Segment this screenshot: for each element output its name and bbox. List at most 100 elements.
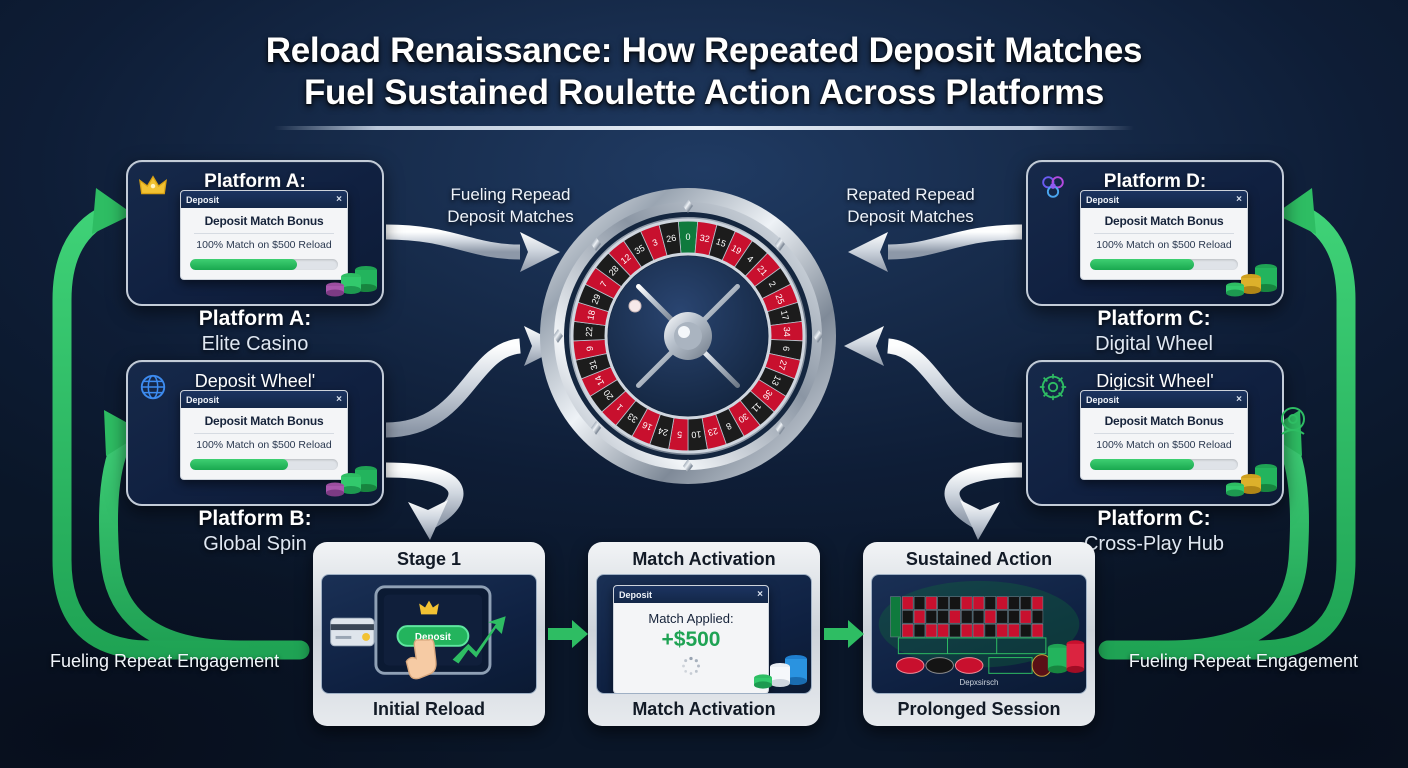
svg-text:7: 7 [598, 279, 609, 289]
step-1-header: Stage 1 [396, 549, 462, 569]
flow-label-right-line-1: Repated Repead [846, 185, 975, 204]
caption-line-1: Platform A: [198, 307, 312, 330]
svg-text:9: 9 [585, 345, 596, 351]
dialog-titlebar: Deposit × [1081, 391, 1247, 408]
platform-d-header: Platform D: [1103, 171, 1207, 192]
crown-icon [139, 175, 167, 195]
progress-fill [190, 259, 297, 270]
svg-text:28: 28 [607, 264, 621, 278]
dialog-body: Match Applied: +$500 [614, 603, 768, 693]
deposit-dialog[interactable]: Deposit × Deposit Match Bonus 100% Match… [1080, 190, 1248, 280]
deposit-dialog[interactable]: Deposit × Deposit Match Bonus 100% Match… [180, 390, 348, 480]
svg-text:14: 14 [593, 374, 606, 387]
platform-card-c[interactable]: Digicsit Wheel' Deposit × Deposit Match … [1026, 360, 1305, 506]
progress-bar [1090, 459, 1238, 470]
svg-text:30: 30 [736, 411, 750, 425]
platform-a-header: Platform A: [204, 171, 306, 192]
close-icon[interactable]: × [1236, 194, 1242, 205]
tablet-deposit-illustration: Deposit [330, 585, 506, 680]
svg-text:17: 17 [779, 309, 791, 321]
platform-card-d[interactable]: Platform D: Deposit × Deposit Match Bonu… [1026, 160, 1284, 306]
svg-text:3: 3 [651, 237, 659, 248]
dialog-title: Deposit [619, 589, 653, 600]
svg-text:5: 5 [677, 429, 683, 439]
step-connector-2-3 [824, 620, 864, 648]
roulette-table-icon: Depxsirsch [878, 580, 1085, 687]
dialog-title: Deposit [186, 394, 220, 405]
platform-card-b[interactable]: Deposit Wheel' Deposit × Deposit Match B… [126, 360, 384, 506]
chip-stack-icon [326, 266, 377, 297]
step-card-prolonged-session[interactable]: Sustained Action Depxsirsch [863, 542, 1095, 726]
svg-text:32: 32 [699, 233, 711, 245]
deposit-dialog[interactable]: Deposit × Deposit Match Bonus 100% Match… [180, 190, 348, 280]
match-heading: Match Applied: [648, 611, 734, 626]
caption-line-2: Digital Wheel [1095, 333, 1213, 355]
platform-card-a[interactable]: Platform A: Deposit × Deposit Match Bonu… [126, 160, 384, 306]
dialog-title: Deposit [186, 194, 220, 205]
dialog-subtext: 100% Match on $500 Reload [1096, 239, 1232, 251]
step-card-initial-reload[interactable]: Stage 1 Deposit [313, 542, 545, 726]
caption-line-1: Platform C: [1097, 307, 1211, 330]
step-connector-1-2 [548, 620, 588, 648]
chip-circuit-icon [1039, 373, 1067, 401]
chip-stack-icon [1226, 464, 1277, 497]
svg-text:36: 36 [761, 388, 775, 402]
title-divider [274, 126, 1134, 130]
svg-text:33: 33 [626, 411, 640, 425]
svg-text:31: 31 [587, 359, 599, 372]
loop-label-right: Fueling Repeat Engagement [1128, 651, 1358, 671]
hand-pointer-icon [405, 638, 437, 680]
close-icon[interactable]: × [336, 194, 342, 205]
step-3-footer: Prolonged Session [897, 699, 1061, 719]
close-icon[interactable]: × [757, 589, 763, 600]
step-2-visual: Deposit × Match Applied: +$500 [596, 574, 812, 694]
dialog-body: Deposit Match Bonus 100% Match on $500 R… [1081, 208, 1247, 279]
svg-text:13: 13 [770, 374, 783, 387]
divider [194, 433, 334, 434]
caption-line-2: Global Spin [203, 533, 307, 555]
close-icon[interactable]: × [1236, 394, 1242, 405]
platform-c-caption: Platform C: Cross-Play Hub [1004, 506, 1304, 557]
dialog-titlebar: Deposit × [181, 391, 347, 408]
globe-icon [140, 374, 166, 400]
title-line-1: Reload Renaissance: How Repeated Deposit… [265, 31, 1143, 70]
svg-text:29: 29 [590, 293, 603, 306]
svg-text:1: 1 [614, 402, 625, 413]
money-plant-icon [1281, 407, 1305, 435]
svg-text:19: 19 [729, 243, 743, 257]
divider [1094, 433, 1234, 434]
caption-line-1: Platform C: [1097, 507, 1211, 530]
dialog-body: Deposit Match Bonus 100% Match on $500 R… [181, 408, 347, 479]
progress-fill [1090, 459, 1194, 470]
svg-text:27: 27 [776, 359, 788, 372]
flow-label-right-line-2: Deposit Matches [847, 207, 974, 226]
dialog-heading: Deposit Match Bonus [1104, 414, 1224, 428]
svg-text:10: 10 [691, 429, 702, 440]
svg-text:35: 35 [633, 243, 647, 257]
close-icon[interactable]: × [336, 394, 342, 405]
caption-line-2: Elite Casino [201, 333, 309, 355]
platform-b-header: Deposit Wheel' [194, 371, 316, 391]
credit-card-icon [330, 617, 375, 647]
title-line-2: Fuel Sustained Roulette Action Across Pl… [303, 73, 1105, 112]
deposit-dialog[interactable]: Deposit × Deposit Match Bonus 100% Match… [1080, 390, 1248, 480]
progress-bar [1090, 259, 1238, 270]
page-title: Reload Renaissance: How Repeated Deposit… [0, 30, 1408, 130]
svg-text:34: 34 [782, 327, 792, 337]
platform-b-caption: Platform B: Global Spin [105, 506, 405, 557]
match-dialog[interactable]: Deposit × Match Applied: +$500 [613, 585, 769, 693]
step-2-header: Match Activation [632, 549, 776, 569]
progress-fill [1090, 259, 1194, 270]
caption-line-1: Platform B: [198, 507, 312, 530]
dialog-subtext: 100% Match on $500 Reload [196, 239, 332, 251]
svg-text:2: 2 [767, 279, 778, 289]
dialog-titlebar: Deposit × [614, 586, 768, 603]
step-card-match-activation[interactable]: Match Activation Deposit × Match Applied… [588, 542, 820, 726]
step-3-visual: Depxsirsch [871, 574, 1087, 694]
step-1-visual: Deposit [321, 574, 537, 694]
dialog-title: Deposit [1086, 194, 1120, 205]
chip-stack-icon [1226, 264, 1277, 297]
